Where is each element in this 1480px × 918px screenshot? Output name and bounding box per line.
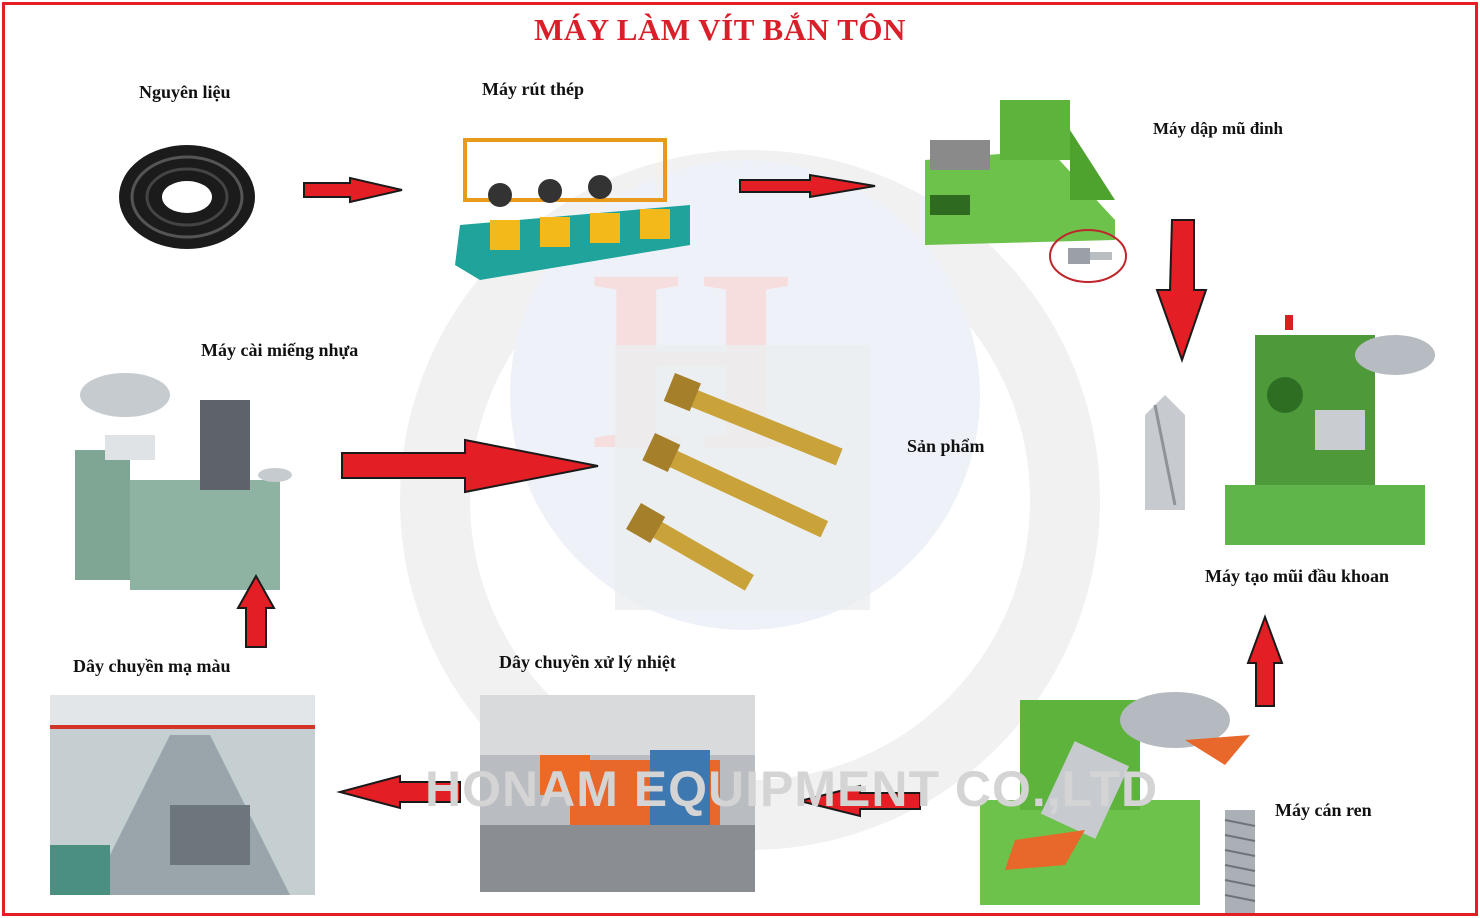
label-plating: Dây chuyền mạ màu	[73, 656, 231, 676]
screw-blank-image	[1048, 228, 1128, 284]
heat-treatment-line-image	[480, 695, 755, 892]
arrow-right-icon	[739, 173, 876, 199]
label-thread-rolling: Máy cán ren	[1275, 800, 1372, 820]
arrow-left-icon	[336, 774, 461, 810]
label-wire-drawing: Máy rút thép	[482, 79, 584, 99]
arrow-up-icon	[236, 573, 276, 648]
wire-drawing-machine-image	[450, 125, 700, 285]
drill-tip-image	[1140, 395, 1190, 510]
plating-line-image	[50, 695, 315, 895]
label-drill-point: Máy tạo mũi đầu khoan	[1205, 566, 1390, 586]
washer-assembly-machine-image	[70, 370, 295, 600]
arrow-left-icon	[799, 784, 921, 818]
label-heading: Máy dập mũ đinh	[1153, 119, 1283, 138]
arrow-up-icon	[1246, 614, 1284, 707]
page-title: MÁY LÀM VÍT BẮN TÔN	[534, 12, 906, 47]
label-product: Sản phẩm	[907, 436, 985, 456]
label-washer-assembly: Máy cài miếng nhựa	[201, 340, 359, 360]
label-raw-material: Nguyên liệu	[139, 82, 231, 102]
label-heat-treatment: Dây chuyền xử lý nhiệt	[499, 652, 676, 672]
wire-coil-image	[115, 140, 260, 255]
arrow-right-icon	[303, 176, 403, 204]
thread-rolling-machine-image	[975, 690, 1250, 910]
heading-machine-image	[920, 100, 1120, 245]
threaded-screw-image	[1220, 810, 1260, 915]
drill-point-machine-image	[1215, 315, 1440, 555]
arrow-down-icon	[1155, 219, 1208, 364]
product-screws-image	[615, 345, 870, 610]
arrow-right-large-icon	[341, 438, 599, 494]
